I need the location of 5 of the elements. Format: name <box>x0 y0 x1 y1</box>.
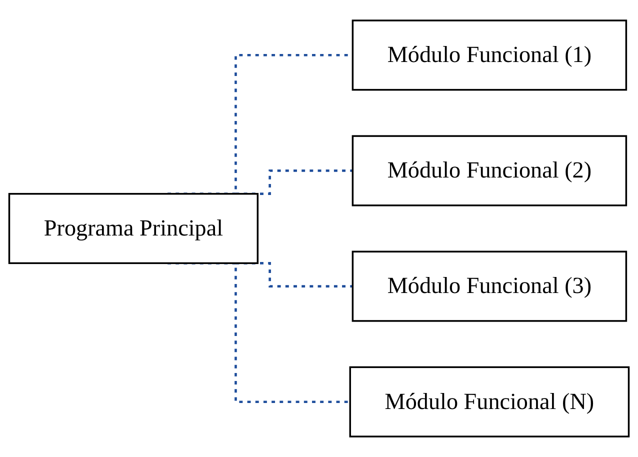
node-box: Programa Principal <box>8 192 259 264</box>
node-box: Módulo Funcional (3) <box>352 250 628 322</box>
node-box: Módulo Funcional (2) <box>352 135 628 206</box>
node-box: Módulo Funcional (N) <box>349 366 630 438</box>
node-box: Módulo Funcional (1) <box>352 20 628 91</box>
